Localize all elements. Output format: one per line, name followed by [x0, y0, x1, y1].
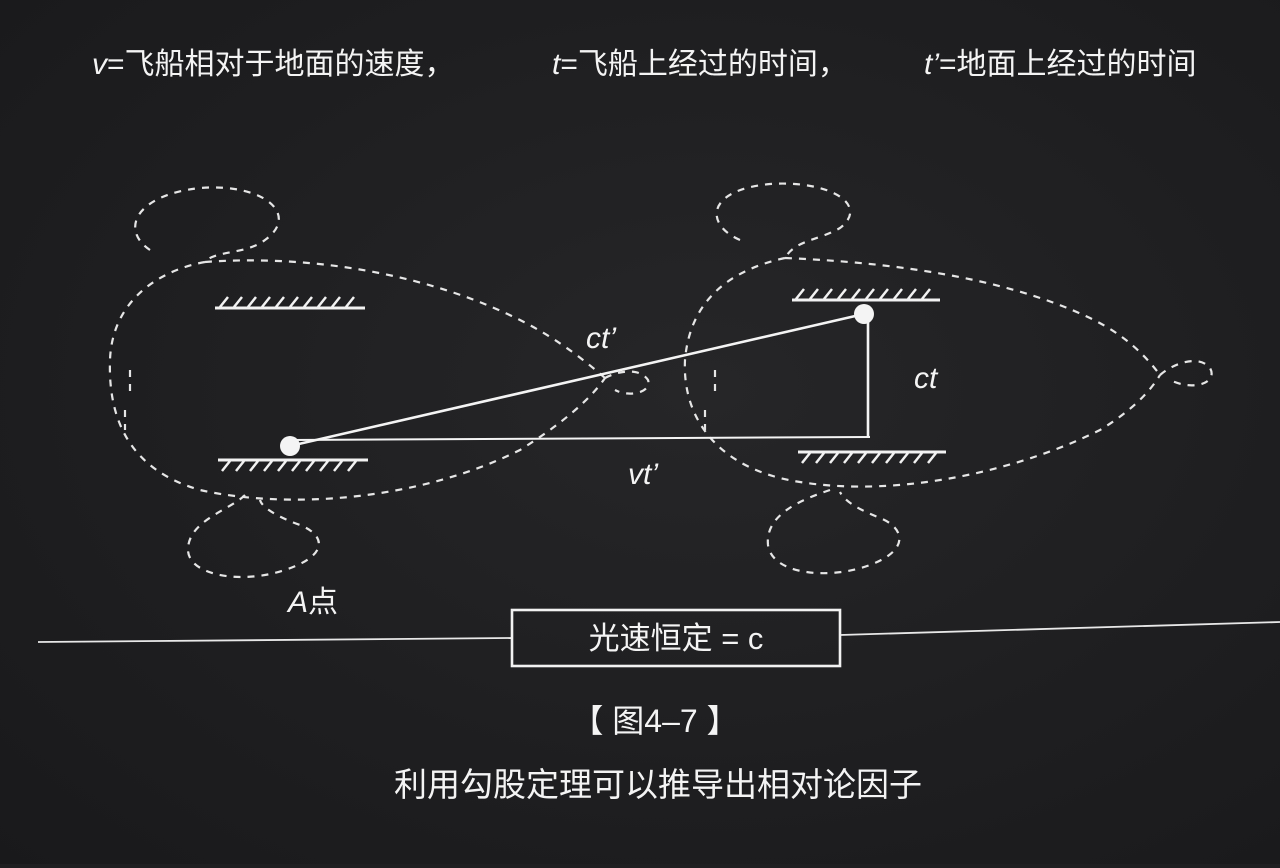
right-ship-nose-detail — [703, 370, 717, 430]
tprime-description: 地面上经过的时间 — [957, 48, 1197, 81]
right-spaceship-outline — [683, 182, 1213, 575]
base-line — [289, 436, 871, 441]
left-ship-lower-fin — [186, 494, 320, 579]
right-top-mirror — [792, 288, 940, 302]
hypotenuse-label: ct’ — [586, 322, 617, 355]
left-ship-tail — [604, 370, 650, 395]
tprime-equals: = — [939, 48, 957, 81]
constant-speed-text: 光速恒定 = c — [589, 621, 764, 656]
right-ship-lower-fin — [766, 488, 901, 575]
left-ship-hull-lower — [108, 260, 606, 501]
vertical-label: ct — [914, 362, 939, 395]
t-description: 飞船上经过的时间， — [578, 48, 848, 81]
left-top-mirror — [215, 296, 365, 310]
light-pulse-end-dot — [854, 304, 874, 324]
figure-number: 【 图4–7 】 — [571, 703, 738, 739]
t-equals: = — [560, 48, 578, 81]
point-a-label: A点 — [286, 586, 338, 619]
tprime-symbol: t’ — [924, 48, 940, 81]
left-ship-hull-upper — [204, 259, 606, 379]
t-symbol: t — [552, 48, 562, 81]
point-a-symbol: A — [286, 586, 308, 619]
right-ship-hull-upper — [784, 256, 1161, 376]
left-ship-upper-fin — [134, 186, 280, 263]
left-ship-nose-detail — [123, 370, 132, 430]
light-pulse-start-dot — [280, 436, 300, 456]
right-bottom-mirror — [798, 450, 946, 464]
v-description: 飞船相对于地面的速度， — [125, 48, 455, 81]
horizon-line-left — [37, 637, 513, 643]
right-ship-tail — [1159, 359, 1213, 387]
hypotenuse-line — [289, 312, 865, 448]
figure-caption: 利用勾股定理可以推导出相对论因子 — [394, 766, 922, 803]
point-a-suffix: 点 — [308, 586, 338, 619]
v-equals: = — [107, 48, 125, 81]
right-ship-upper-fin — [715, 182, 852, 259]
constant-speed-banner — [510, 608, 842, 668]
left-spaceship-outline — [108, 186, 650, 579]
right-ship-hull-lower — [683, 256, 1161, 488]
horizon-line-right — [839, 621, 1280, 636]
header-legend: v=飞船相对于地面的速度， — [92, 48, 455, 81]
header-legend-tprime: t’=地面上经过的时间 — [924, 48, 1197, 81]
pythagoras-triangle — [289, 312, 871, 448]
left-bottom-mirror — [218, 458, 368, 472]
base-label: vt’ — [628, 458, 659, 491]
header-legend-t: t=飞船上经过的时间， — [552, 48, 848, 81]
v-symbol: v — [92, 48, 109, 81]
